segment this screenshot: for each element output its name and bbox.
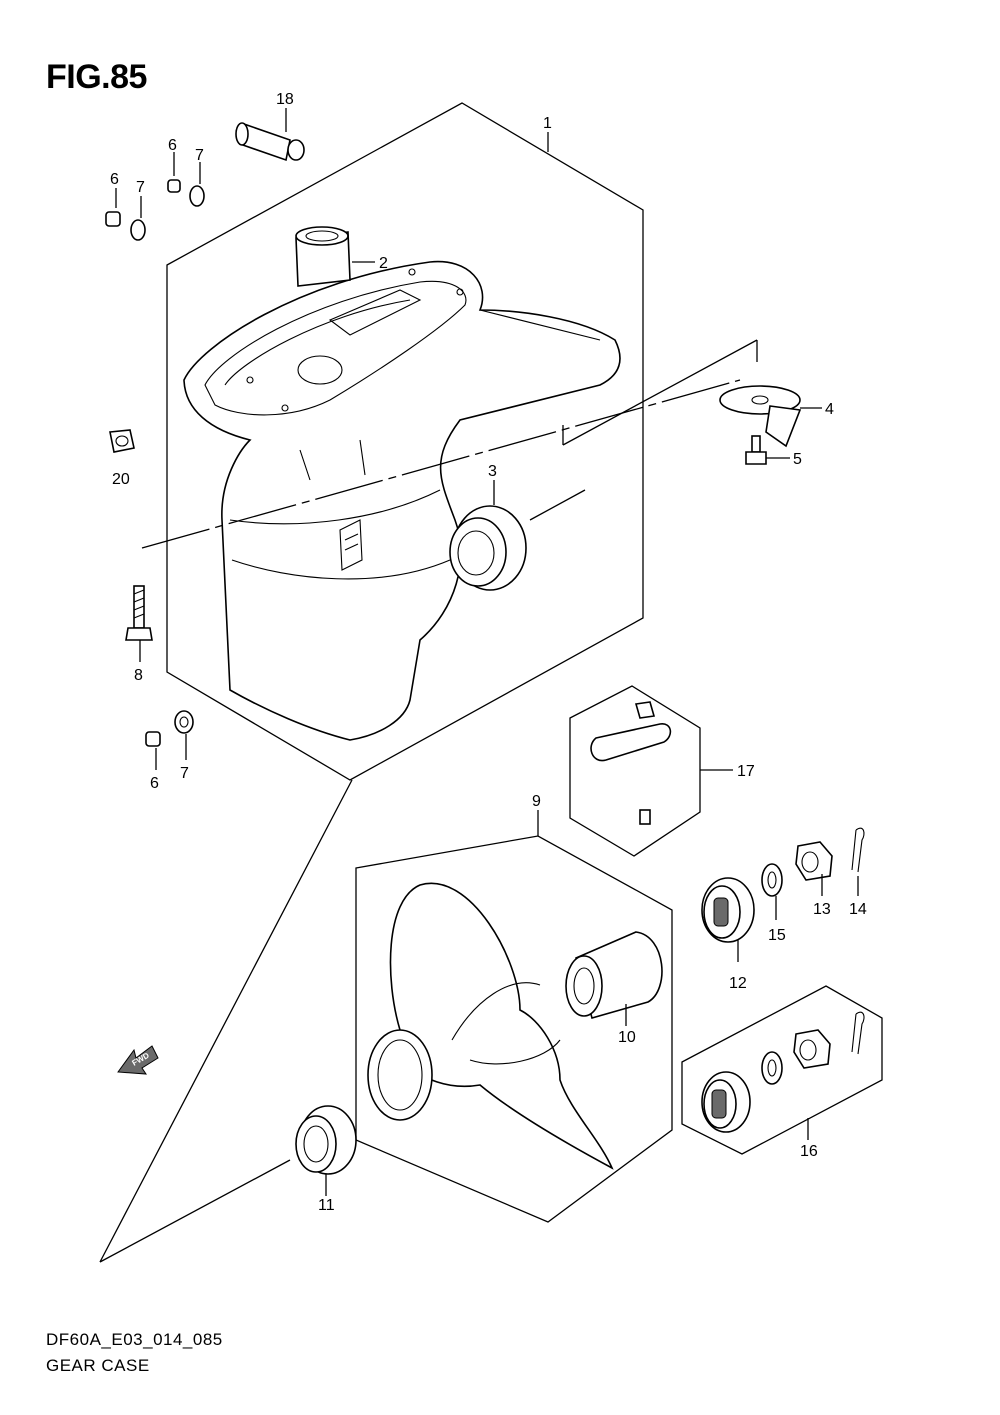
- callout-5: 5: [793, 451, 802, 468]
- anode-set-parts[interactable]: [590, 701, 672, 825]
- bushing-part-2[interactable]: [295, 226, 351, 287]
- callout-8: 8: [134, 667, 143, 684]
- callout-7a: 7: [136, 179, 145, 196]
- propeller-part[interactable]: [367, 882, 614, 1170]
- callout-7c: 7: [180, 765, 189, 782]
- figure-code: DF60A_E03_014_085: [46, 1330, 223, 1349]
- callout-10: 10: [618, 1029, 636, 1046]
- hardware-set-group-outline: [681, 985, 883, 1155]
- hardware-set-parts[interactable]: [701, 1011, 865, 1133]
- gasket-part-lower[interactable]: [174, 710, 194, 734]
- callout-18: 17: [737, 763, 755, 780]
- callout-13: 13: [813, 901, 831, 918]
- callout-6c: 6: [150, 775, 159, 792]
- callout-4: 4: [825, 401, 834, 418]
- callout-20: 20: [112, 471, 130, 488]
- callout-6b: 6: [168, 137, 177, 154]
- callout-6a: 6: [110, 171, 119, 188]
- bolt-part-8[interactable]: [125, 585, 153, 641]
- trim-tab-part[interactable]: [719, 385, 802, 448]
- spacer-part-12[interactable]: [701, 877, 755, 943]
- callout-9: 9: [532, 793, 541, 810]
- callout-14: 14: [849, 901, 867, 918]
- cotter-pin-part-14[interactable]: [851, 827, 865, 873]
- nut-part-13[interactable]: [795, 841, 833, 881]
- figure-title: FIG.85: [46, 58, 147, 96]
- callout-11: 11: [318, 1197, 335, 1214]
- forward-direction-arrow: FWD: [117, 1045, 159, 1075]
- bolt-part-5[interactable]: [745, 435, 767, 465]
- callout-7b: 7: [195, 147, 204, 164]
- gasket-part-upper[interactable]: [130, 185, 205, 241]
- gear-case-group-outline: [166, 102, 644, 781]
- callout-15: 15: [768, 927, 786, 944]
- callout-1: 1: [543, 115, 552, 132]
- cap-part[interactable]: [109, 429, 135, 453]
- callout-12: 12: [729, 975, 747, 992]
- seal-housing-part[interactable]: [449, 505, 527, 591]
- figure-name: GEAR CASE: [46, 1356, 150, 1375]
- callout-16: 16: [800, 1143, 818, 1160]
- callout-3: 3: [488, 463, 497, 480]
- gear-case-body[interactable]: [183, 260, 621, 741]
- plug-part-lower[interactable]: [145, 731, 161, 747]
- washer-part-15[interactable]: [761, 863, 783, 897]
- bushing-part-10[interactable]: [565, 931, 663, 1019]
- stopper-part[interactable]: [295, 1105, 357, 1175]
- plug-part-upper[interactable]: [105, 179, 181, 227]
- callout-17: 18: [276, 91, 294, 108]
- water-tube-part[interactable]: [235, 122, 305, 162]
- callout-2: 2: [379, 255, 388, 272]
- anode-set-group-outline: [569, 685, 701, 857]
